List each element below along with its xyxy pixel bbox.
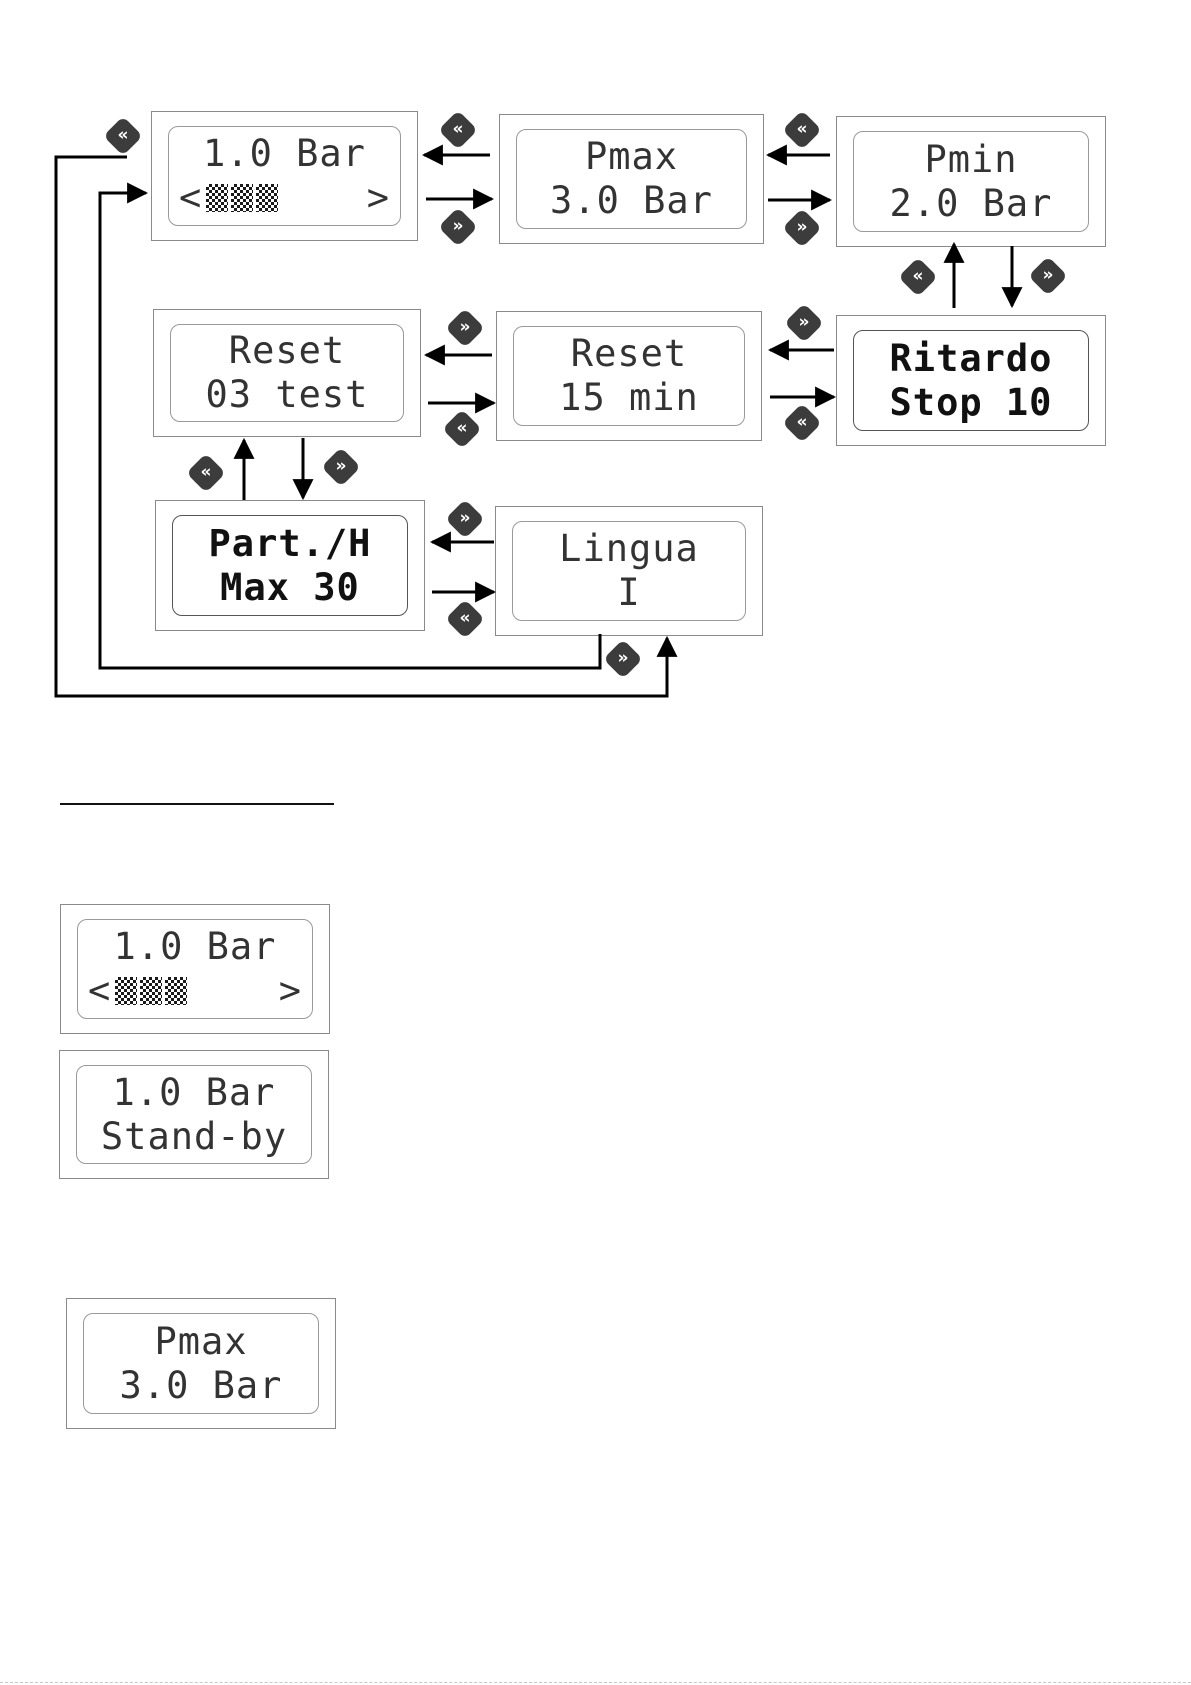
example-pmax-screen: Pmax 3.0 Bar <box>66 1298 336 1429</box>
forward-arrow-icon[interactable]: » <box>603 639 643 679</box>
level-block <box>140 977 162 1005</box>
level-block <box>165 977 187 1005</box>
right-chevron: > <box>279 969 302 1013</box>
forward-arrow-icon[interactable]: » <box>438 207 478 247</box>
screen-value: 3.0 Bar <box>120 1364 283 1408</box>
back-arrow-icon[interactable]: « <box>186 453 226 493</box>
forward-arrow-icon[interactable]: » <box>782 208 822 248</box>
forward-arrow-icon[interactable]: » <box>445 499 485 539</box>
back-arrow-icon[interactable]: « <box>445 599 485 639</box>
example-standby-screen: 1.0 Bar Stand-by <box>59 1050 329 1179</box>
back-arrow-icon[interactable]: « <box>442 409 482 449</box>
back-arrow-icon[interactable]: « <box>898 257 938 297</box>
section-underline <box>60 803 334 805</box>
loop-home-to-lingua <box>56 157 667 696</box>
bar-indicator-row: < > <box>78 969 312 1013</box>
flow-arrows <box>0 0 1191 760</box>
back-arrow-icon[interactable]: « <box>782 110 822 150</box>
level-block <box>115 977 137 1005</box>
forward-arrow-icon[interactable]: » <box>321 447 361 487</box>
example-home-screen: 1.0 Bar < > <box>60 904 330 1034</box>
back-arrow-icon[interactable]: « <box>103 116 143 156</box>
forward-arrow-icon[interactable]: » <box>784 303 824 343</box>
screen-title: Pmax <box>154 1320 247 1364</box>
pressure-readout: 1.0 Bar <box>114 925 277 969</box>
page-edge-dashes <box>0 1682 1191 1683</box>
forward-arrow-icon[interactable]: » <box>1028 256 1068 296</box>
back-arrow-icon[interactable]: « <box>782 403 822 443</box>
back-arrow-icon[interactable]: « <box>438 110 478 150</box>
pressure-readout: 1.0 Bar <box>113 1071 276 1115</box>
loop-lingua-to-home <box>100 193 600 668</box>
level-bar <box>115 977 187 1005</box>
forward-arrow-icon[interactable]: » <box>445 308 485 348</box>
status-text: Stand-by <box>101 1115 287 1159</box>
left-chevron: < <box>88 969 111 1013</box>
